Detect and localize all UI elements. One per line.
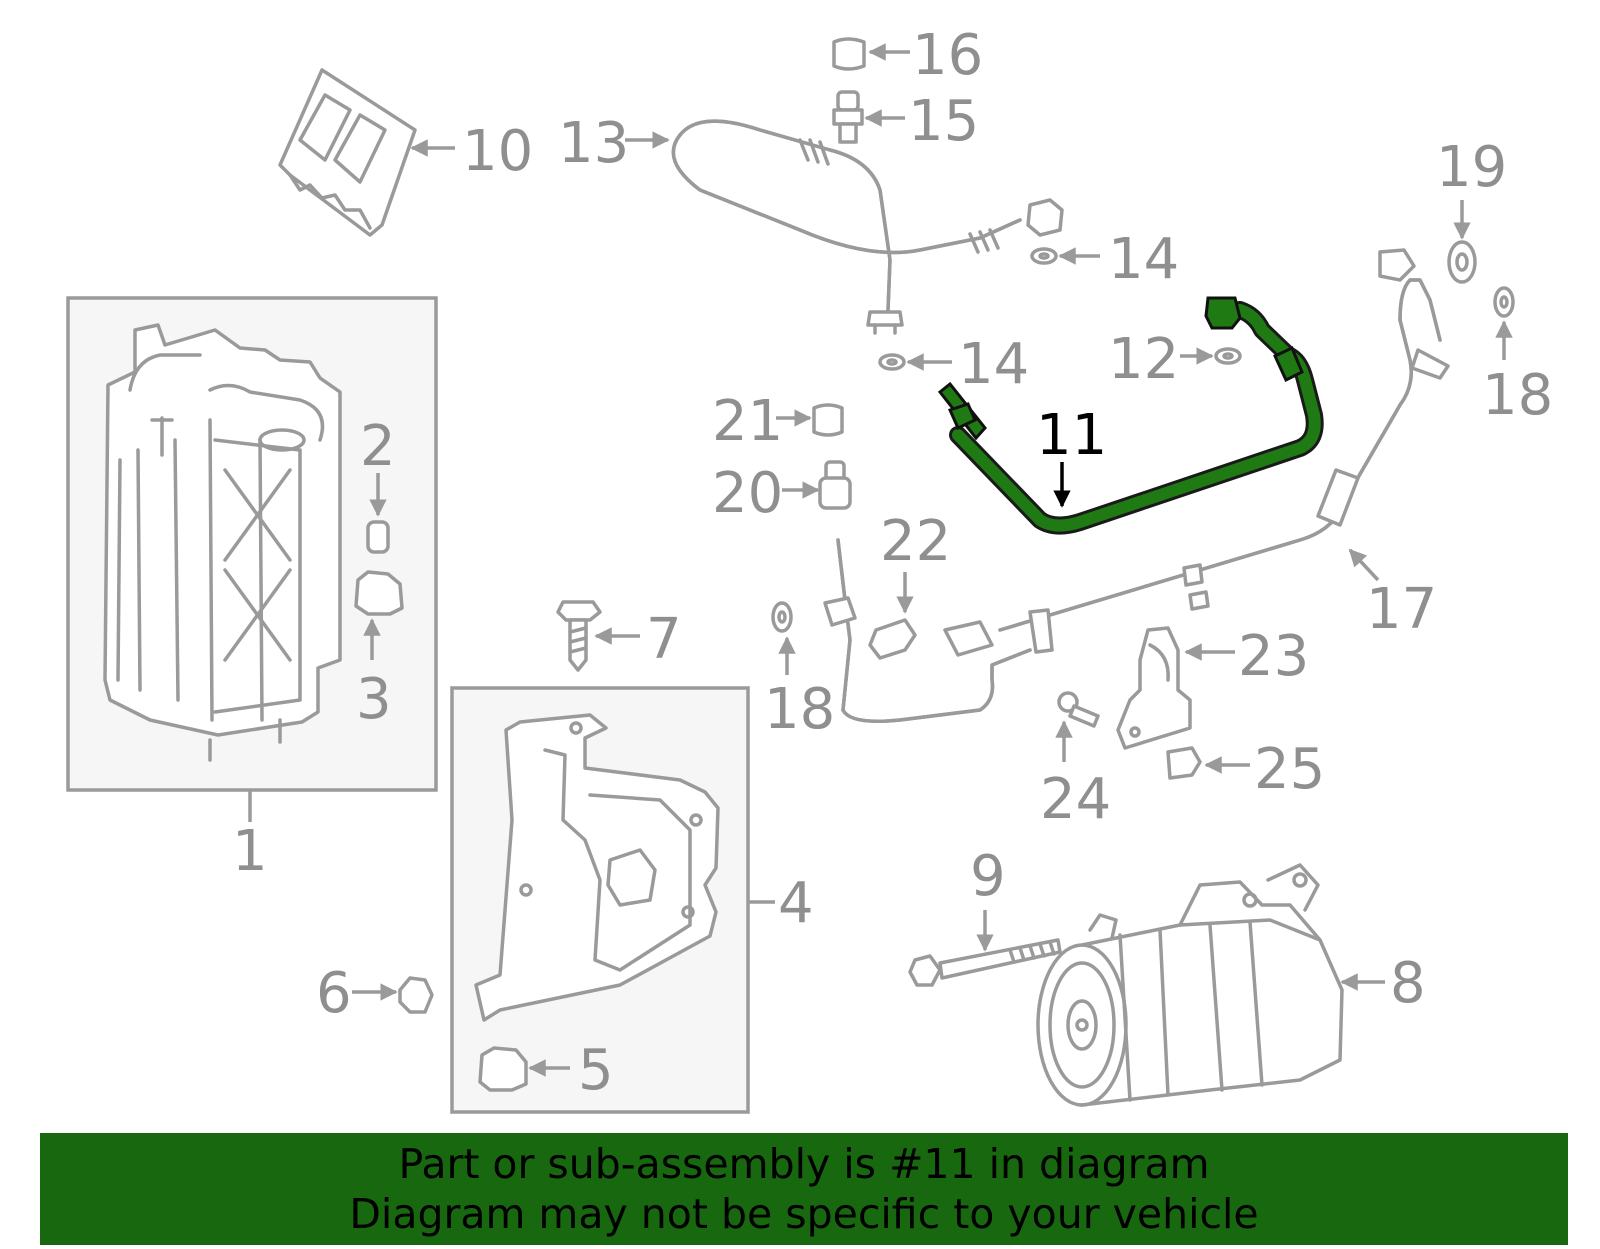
callout-19: 19 xyxy=(1436,135,1507,200)
part-8-compressor-drawing xyxy=(1036,863,1344,1107)
part-17-line-drawing xyxy=(823,248,1450,723)
banner-line-1: Part or sub-assembly is #11 in diagram xyxy=(398,1140,1210,1188)
part-11-hose-drawing xyxy=(937,296,1324,535)
callout-4: 4 xyxy=(778,871,814,936)
part-25-clip-drawing xyxy=(1166,746,1202,780)
callout-18-left: 18 xyxy=(764,677,835,742)
info-banner: Part or sub-assembly is #11 in diagram D… xyxy=(40,1133,1568,1245)
callout-22: 22 xyxy=(880,509,951,574)
callout-10: 10 xyxy=(462,119,533,184)
callout-1: 1 xyxy=(232,819,268,884)
part-3-drawing xyxy=(354,570,404,616)
callout-17: 17 xyxy=(1366,577,1437,642)
part-5-drawing xyxy=(478,1046,528,1092)
part-18-washer-right-drawing xyxy=(1493,286,1515,318)
banner-line-2: Diagram may not be specific to your vehi… xyxy=(349,1190,1259,1238)
callout-2: 2 xyxy=(360,414,396,479)
callout-16: 16 xyxy=(912,23,983,88)
part-13-line-drawing xyxy=(671,119,1064,335)
callout-9: 9 xyxy=(970,844,1006,909)
callout-18-right: 18 xyxy=(1482,363,1553,428)
part-6-drawing xyxy=(398,976,434,1014)
part-14-washer-bottom-drawing xyxy=(878,353,906,371)
part-23-clamp-drawing xyxy=(1116,626,1192,750)
callout-3: 3 xyxy=(356,667,392,732)
callout-23: 23 xyxy=(1238,624,1309,689)
callout-14-bottom: 14 xyxy=(958,332,1029,397)
callout-24: 24 xyxy=(1040,767,1111,832)
part-4-bracket-drawing xyxy=(474,713,720,1022)
callout-6: 6 xyxy=(316,961,352,1026)
part-24-bolt-drawing xyxy=(1057,691,1100,728)
part-18-washer-left-drawing xyxy=(771,601,793,633)
part-9-bolt-drawing xyxy=(908,938,1062,987)
part-12-washer-drawing xyxy=(1214,347,1242,365)
part-22-connector-drawing xyxy=(868,618,917,660)
callout-11-highlighted: 11 xyxy=(1036,403,1107,468)
part-15-sensor-drawing xyxy=(832,90,864,144)
callout-7: 7 xyxy=(646,607,682,672)
callout-8: 8 xyxy=(1390,951,1426,1016)
callout-21: 21 xyxy=(712,389,783,454)
callout-15: 15 xyxy=(908,89,979,154)
part-10-module-drawing xyxy=(278,68,417,237)
part-1-condenser-drawing xyxy=(103,323,342,762)
callout-12: 12 xyxy=(1108,327,1179,392)
part-2-drawing xyxy=(366,520,390,554)
part-7-bolt-drawing xyxy=(556,600,602,672)
callout-20: 20 xyxy=(712,461,783,526)
part-21-cap-drawing xyxy=(812,403,844,437)
part-19-washer-drawing xyxy=(1447,240,1477,284)
part-14-washer-top-drawing xyxy=(1030,247,1058,265)
part-20-valve-drawing xyxy=(818,460,852,510)
callout-25: 25 xyxy=(1254,737,1325,802)
callout-5: 5 xyxy=(578,1038,614,1103)
part-16-cap-drawing xyxy=(832,37,866,71)
callout-13: 13 xyxy=(558,111,629,176)
callout-14-top: 14 xyxy=(1108,227,1179,292)
